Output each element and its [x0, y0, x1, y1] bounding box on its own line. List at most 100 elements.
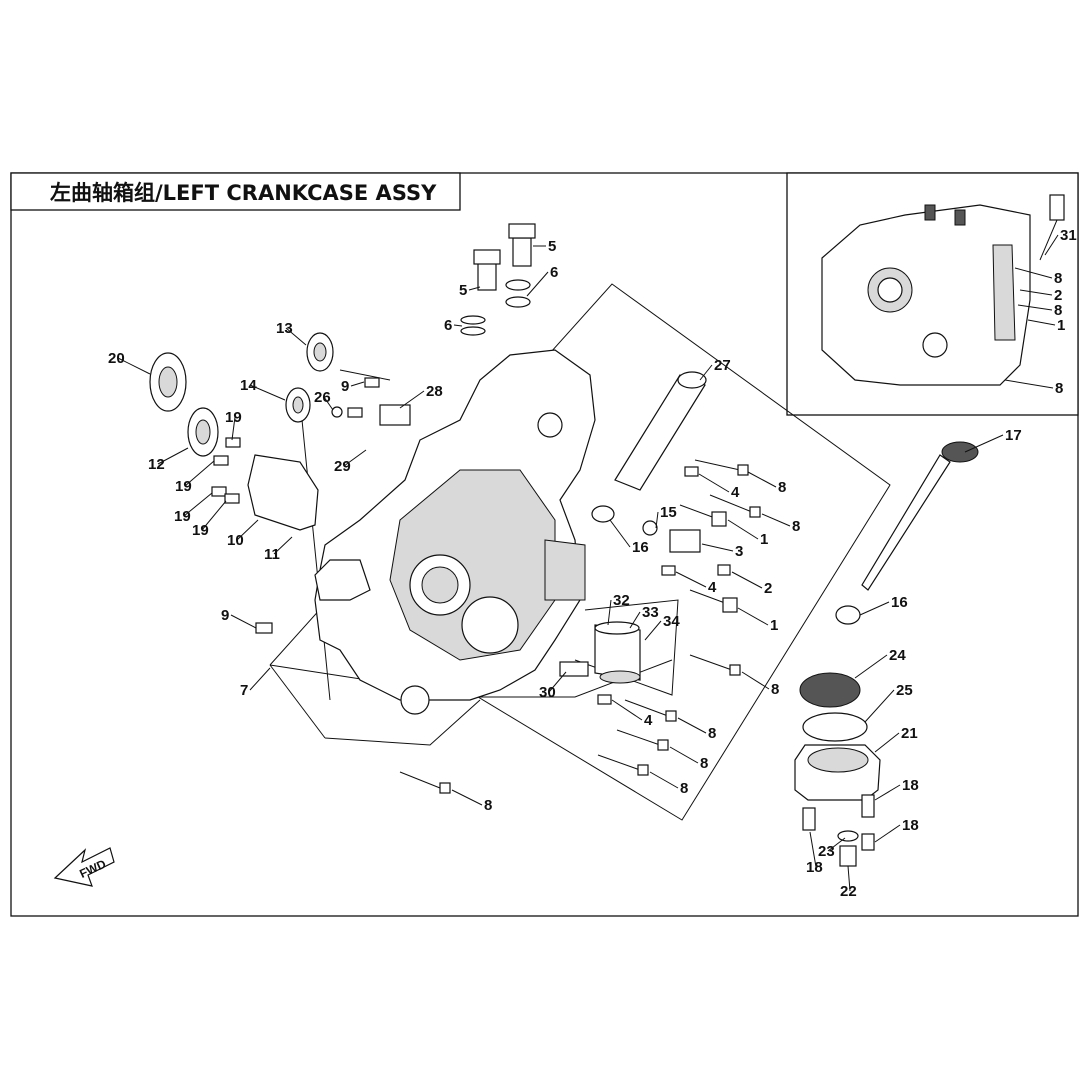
bushings — [594, 621, 641, 684]
dowel-pin — [364, 377, 380, 388]
leader-line — [874, 732, 900, 753]
callout-10: 10 — [227, 532, 244, 549]
callout-31: 31 — [1060, 227, 1077, 244]
callout-19: 19 — [192, 522, 209, 539]
oil-filter-group — [794, 672, 881, 867]
pin-30 — [559, 661, 589, 677]
bearing-20 — [149, 352, 187, 412]
leader-line — [184, 460, 215, 487]
callout-8: 8 — [1054, 302, 1062, 319]
leader-line — [649, 771, 679, 789]
leader-line — [1014, 267, 1053, 279]
dowel-pin — [661, 565, 676, 576]
callout-19: 19 — [175, 478, 192, 495]
leader-line — [451, 789, 483, 806]
leader-line — [655, 511, 659, 529]
callout-14: 14 — [240, 377, 257, 394]
leader-line — [699, 364, 713, 381]
leader-line — [399, 390, 425, 409]
callout-13: 13 — [276, 320, 293, 337]
callout-8: 8 — [484, 797, 492, 814]
leader-line — [230, 614, 257, 629]
leader-line — [827, 837, 846, 852]
callout-1: 1 — [760, 531, 768, 548]
dowel-pin — [255, 622, 273, 634]
leader-line — [964, 434, 1004, 453]
callout-15: 15 — [660, 504, 677, 521]
leader-line — [231, 416, 236, 441]
leader-line — [854, 654, 888, 679]
callout-7: 7 — [240, 682, 248, 699]
leader-line — [761, 513, 791, 527]
leader-line — [350, 381, 365, 387]
leader-line — [874, 824, 901, 843]
leader-line — [609, 519, 631, 548]
leader-line — [548, 671, 567, 693]
callout-12: 12 — [148, 456, 165, 473]
leader-line — [669, 746, 699, 764]
callout-9: 9 — [341, 378, 349, 395]
oring-26 — [331, 406, 343, 418]
callout-4: 4 — [708, 579, 717, 596]
leader-line — [343, 449, 367, 467]
leader-line — [727, 519, 759, 540]
callout-8: 8 — [1055, 380, 1063, 397]
callout-25: 25 — [896, 682, 913, 699]
callout-6: 6 — [550, 264, 558, 281]
inset-engine — [821, 194, 1065, 386]
callout-8: 8 — [708, 725, 716, 742]
callout-2: 2 — [1054, 287, 1062, 304]
leader-line — [201, 500, 227, 531]
bolt-19 — [225, 437, 241, 448]
callout-1: 1 — [770, 617, 778, 634]
callout-24: 24 — [889, 647, 906, 664]
callout-8: 8 — [680, 780, 688, 797]
leader-line — [1019, 289, 1053, 296]
leader-line — [629, 611, 641, 629]
callout-3: 3 — [735, 543, 743, 560]
callout-8: 8 — [700, 755, 708, 772]
callout-9: 9 — [221, 607, 229, 624]
callout-2: 2 — [764, 580, 772, 597]
callout-30: 30 — [539, 684, 556, 701]
title-box — [10, 172, 461, 211]
leader-line — [1017, 304, 1053, 311]
callout-23: 23 — [818, 843, 835, 860]
callout-6: 6 — [444, 317, 452, 334]
callout-32: 32 — [613, 592, 630, 609]
callout-4: 4 — [731, 484, 740, 501]
leader-line — [183, 492, 213, 517]
leader-line — [644, 620, 662, 641]
leader-line — [273, 536, 293, 555]
callout-16: 16 — [632, 539, 649, 556]
oil-plug-left — [460, 249, 501, 336]
callout-28: 28 — [426, 383, 443, 400]
callout-18: 18 — [902, 817, 919, 834]
bearing-14 — [285, 387, 311, 423]
leader-line — [1044, 234, 1059, 256]
callout-8: 8 — [771, 681, 779, 698]
long-bolts — [399, 459, 761, 794]
callout-4: 4 — [644, 712, 653, 729]
callout-21: 21 — [901, 725, 918, 742]
callout-29: 29 — [334, 458, 351, 475]
oring-16b — [835, 605, 861, 625]
callout-26: 26 — [314, 389, 331, 406]
leader-line — [285, 327, 307, 346]
leader-line — [747, 471, 777, 488]
callout-33: 33 — [642, 604, 659, 621]
leader-line — [607, 599, 612, 626]
callout-22: 22 — [840, 883, 857, 900]
callout-5: 5 — [548, 238, 556, 255]
leader-line — [323, 396, 334, 411]
pipe-27-end — [677, 371, 707, 389]
sensor-3 — [669, 529, 701, 553]
leader-line — [117, 357, 151, 375]
leader-line — [1004, 379, 1054, 389]
callout-16: 16 — [891, 594, 908, 611]
callout-19: 19 — [225, 409, 242, 426]
leader-line — [677, 717, 707, 734]
left-crankcase — [314, 349, 596, 715]
leader-line — [526, 271, 549, 297]
